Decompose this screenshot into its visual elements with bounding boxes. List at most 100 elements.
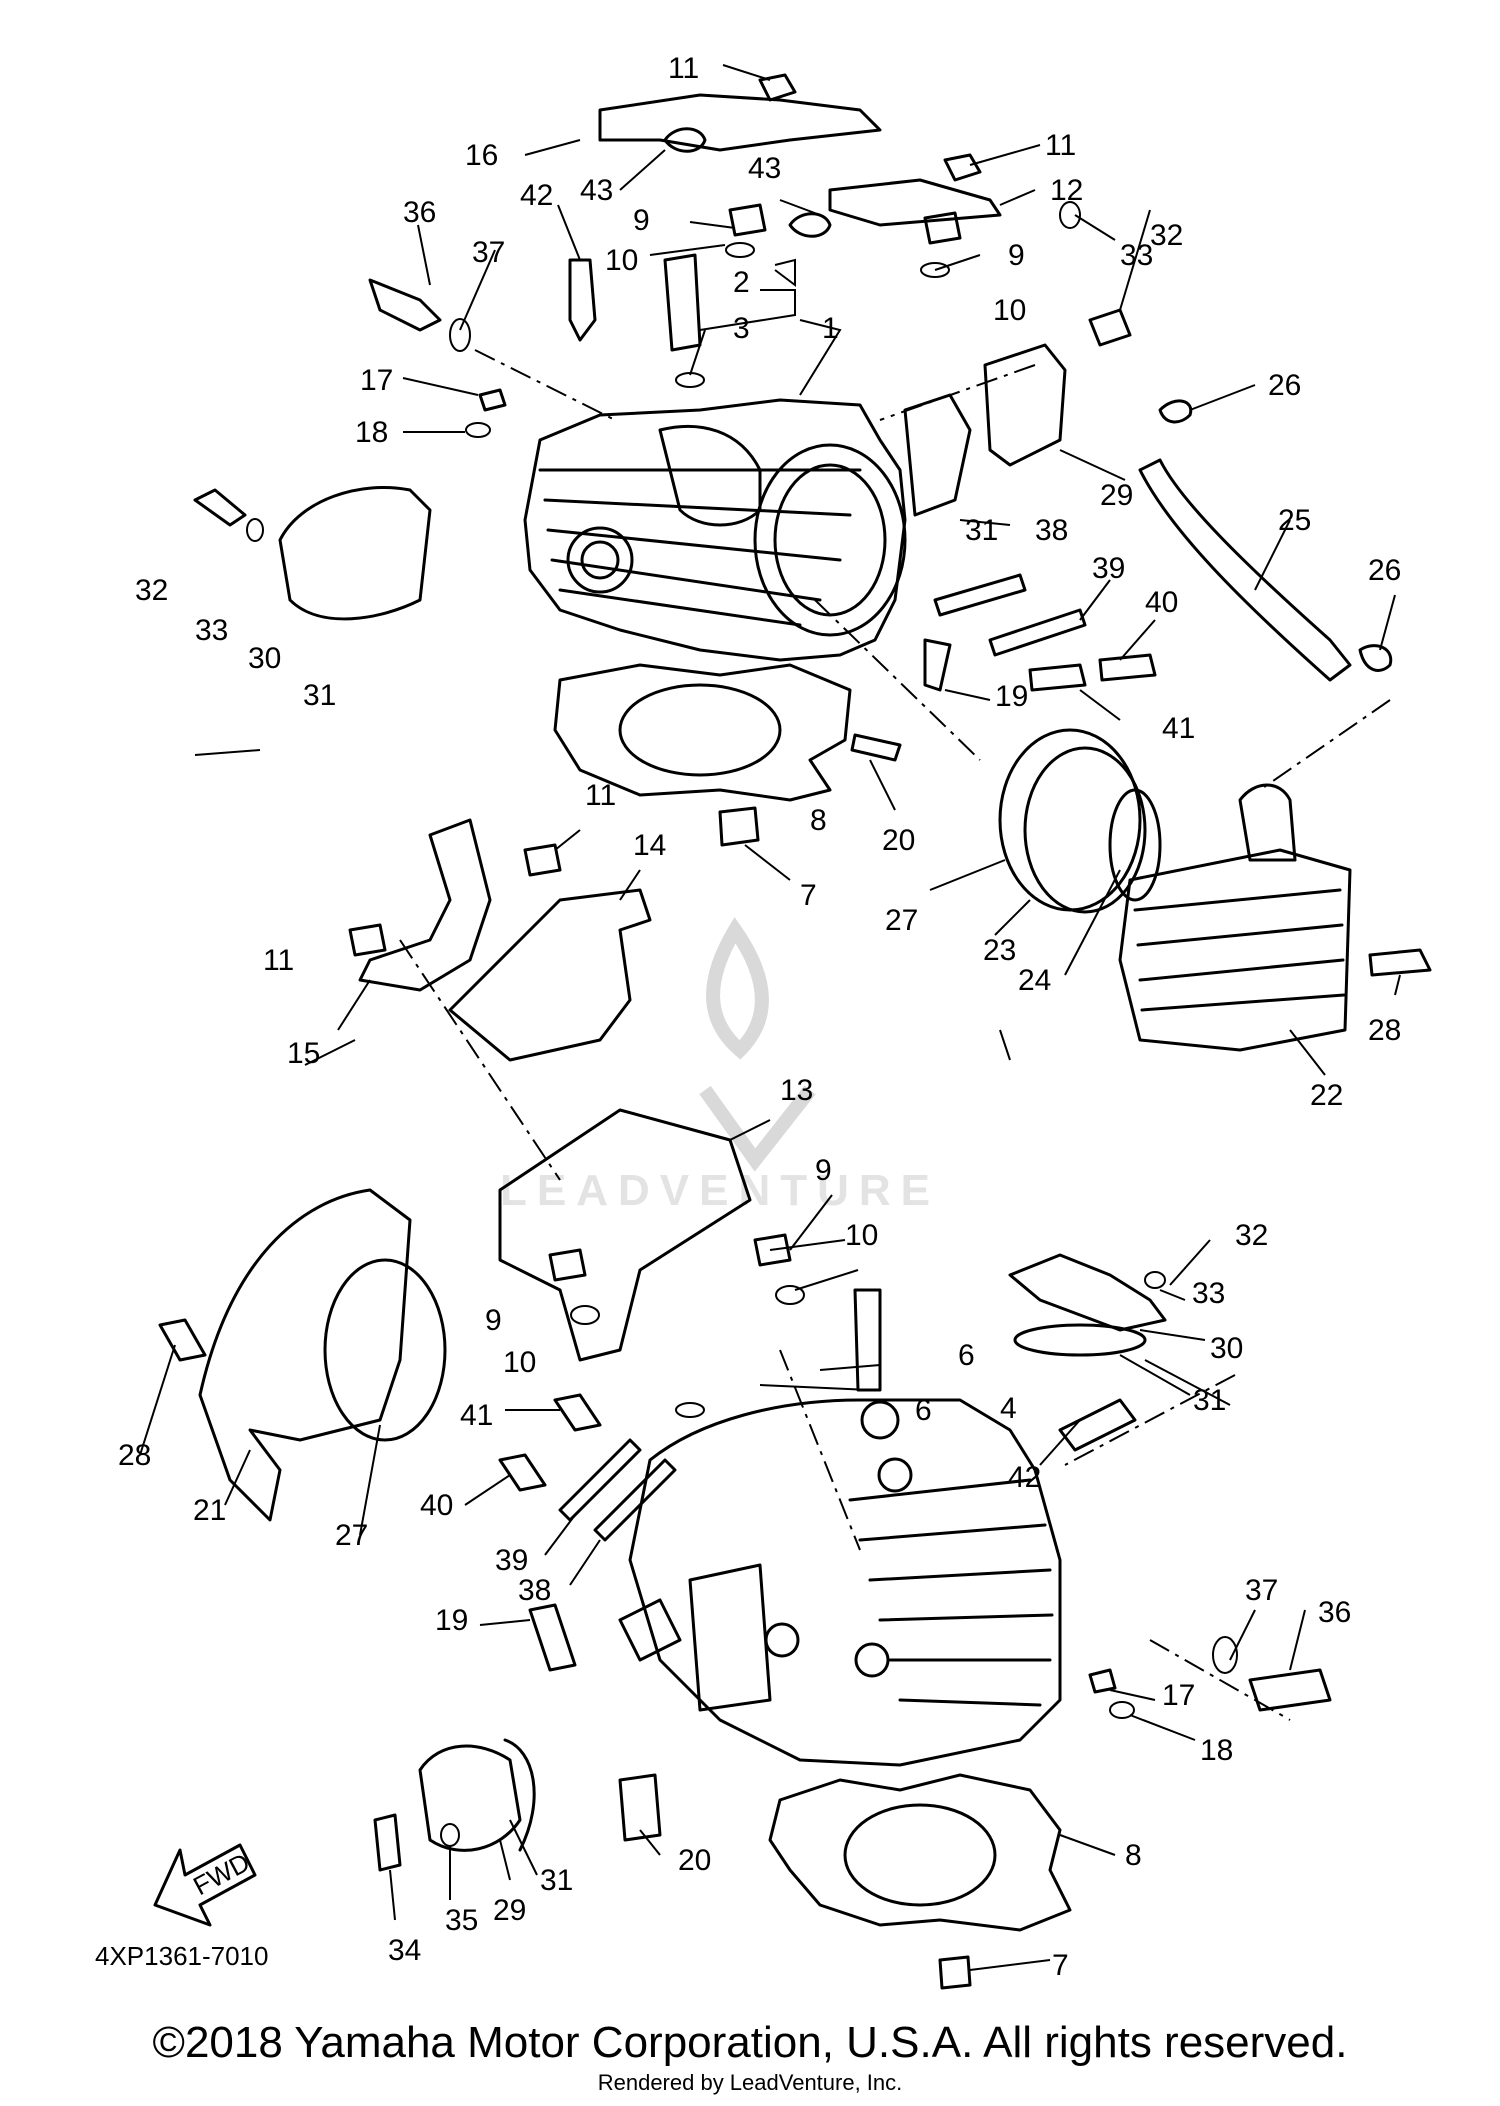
hose-clamp-top [1158, 399, 1193, 424]
callout-33: 33 [1120, 239, 1153, 272]
cover-23-front [1023, 746, 1147, 914]
callout-8: 8 [810, 804, 827, 837]
gasket-31-front [1013, 1323, 1147, 1357]
callout-43: 43 [580, 174, 613, 207]
bolt-19-front [528, 1603, 577, 1672]
callout-11: 11 [1045, 129, 1076, 162]
callout-10: 10 [845, 1219, 878, 1252]
rendered-by-text: Rendered by LeadVenture, Inc. [597, 2070, 903, 2095]
gasket-27-rear [323, 1258, 447, 1442]
callout-17: 17 [1162, 1679, 1195, 1712]
gasket-bore-front [843, 1803, 997, 1907]
callout-31: 31 [540, 1864, 573, 1897]
callout-24: 24 [1018, 964, 1051, 997]
callout-26: 26 [1368, 554, 1401, 587]
callout-36: 36 [403, 196, 436, 229]
callout-11: 11 [263, 944, 294, 977]
callout-31: 31 [1193, 1384, 1226, 1417]
callout-19: 19 [435, 1604, 468, 1637]
bolt-40-front [498, 1453, 547, 1492]
callout-25: 25 [1278, 504, 1311, 537]
callout-8: 8 [1125, 1839, 1142, 1872]
callout-22: 22 [1310, 1079, 1343, 1112]
callout-31: 31 [303, 679, 336, 712]
plate-38-front [593, 1458, 677, 1542]
callout-43: 43 [748, 152, 781, 185]
callout-15: 15 [287, 1037, 320, 1070]
callout-42: 42 [1008, 1461, 1041, 1494]
callout-30: 30 [1210, 1332, 1243, 1365]
callout-18: 18 [355, 416, 388, 449]
engine-bracket-12 [828, 178, 1002, 227]
callout-17: 17 [360, 364, 393, 397]
callout-9: 9 [815, 1154, 832, 1187]
callout-33: 33 [195, 614, 228, 647]
front-cylinder [1118, 783, 1352, 1052]
bolt-34 [373, 1813, 402, 1872]
callout-14: 14 [633, 829, 666, 862]
bracket-15 [358, 818, 492, 992]
bracket-13 [498, 1108, 752, 1362]
tappet-cover-upper [983, 343, 1067, 467]
rear-cylinder-head [523, 398, 907, 662]
plate-38-rear [933, 573, 1027, 617]
callout-9: 9 [633, 204, 650, 237]
callout-29: 29 [1100, 479, 1133, 512]
pushrod-tube-upper [663, 253, 702, 352]
callout-6: 6 [915, 1394, 932, 1427]
callout-10: 10 [605, 244, 638, 277]
nuts-and-washers [246, 73, 1238, 1847]
callout-37: 37 [472, 236, 505, 269]
callout-31: 31 [965, 514, 998, 547]
spark-plug-front [1058, 1398, 1137, 1452]
dowel-pin-front [938, 1955, 972, 1990]
callout-26: 26 [1268, 369, 1301, 402]
bolt-32-rear [193, 488, 247, 527]
callout-20: 20 [678, 1844, 711, 1877]
tappet-cover-rear [278, 485, 432, 621]
pushrod-tube-lower [853, 1288, 882, 1392]
relationship-lines [399, 349, 1391, 1721]
callout-42: 42 [520, 179, 553, 212]
callout-1: 1 [822, 312, 839, 345]
callout-21: 21 [193, 1494, 226, 1527]
bolt-28-rear [158, 1318, 207, 1362]
tappet-cover-front [1008, 1253, 1167, 1332]
dowel-pin-rear [718, 806, 760, 847]
spark-plug-rear [568, 258, 597, 342]
callout-39: 39 [495, 1544, 528, 1577]
callout-13: 13 [780, 1074, 813, 1107]
callout-32: 32 [1235, 1219, 1268, 1252]
callout-28: 28 [118, 1439, 151, 1472]
callout-23: 23 [983, 934, 1016, 967]
gasket-bore-rear [618, 683, 782, 777]
plate-39-rear [988, 608, 1087, 657]
bolt-41-front [553, 1393, 602, 1432]
o-ring-24 [1108, 788, 1162, 902]
callout-38: 38 [518, 1574, 551, 1607]
bolt-41-rear [1028, 663, 1087, 692]
callout-32: 32 [1150, 219, 1183, 252]
leader-lines [139, 64, 1401, 1971]
cam-cover-lower [418, 1744, 522, 1852]
bolt-36-rear [368, 278, 442, 332]
callout-9: 9 [1008, 239, 1025, 272]
bolt-32-upper [1088, 308, 1132, 347]
callout-labels: 11 16 43 43 11 12 9 9 10 10 2 3 1 36 42 … [118, 52, 1401, 1982]
callout-29: 29 [493, 1894, 526, 1927]
callout-30: 30 [248, 642, 281, 675]
watermark-text: LEADVENTURE [500, 1166, 940, 1215]
gasket-31-lower [503, 1738, 536, 1852]
callout-36: 36 [1318, 1596, 1351, 1629]
callout-40: 40 [420, 1489, 453, 1522]
callout-7: 7 [1052, 1949, 1069, 1982]
callout-41: 41 [1162, 712, 1195, 745]
stud-20-rear [850, 733, 902, 762]
callout-39: 39 [1092, 552, 1125, 585]
callout-41: 41 [460, 1399, 493, 1432]
head-gasket-front [768, 1773, 1072, 1932]
gasket-27-front [998, 728, 1142, 912]
callout-34: 34 [388, 1934, 421, 1967]
callout-5: 6 [958, 1339, 975, 1372]
